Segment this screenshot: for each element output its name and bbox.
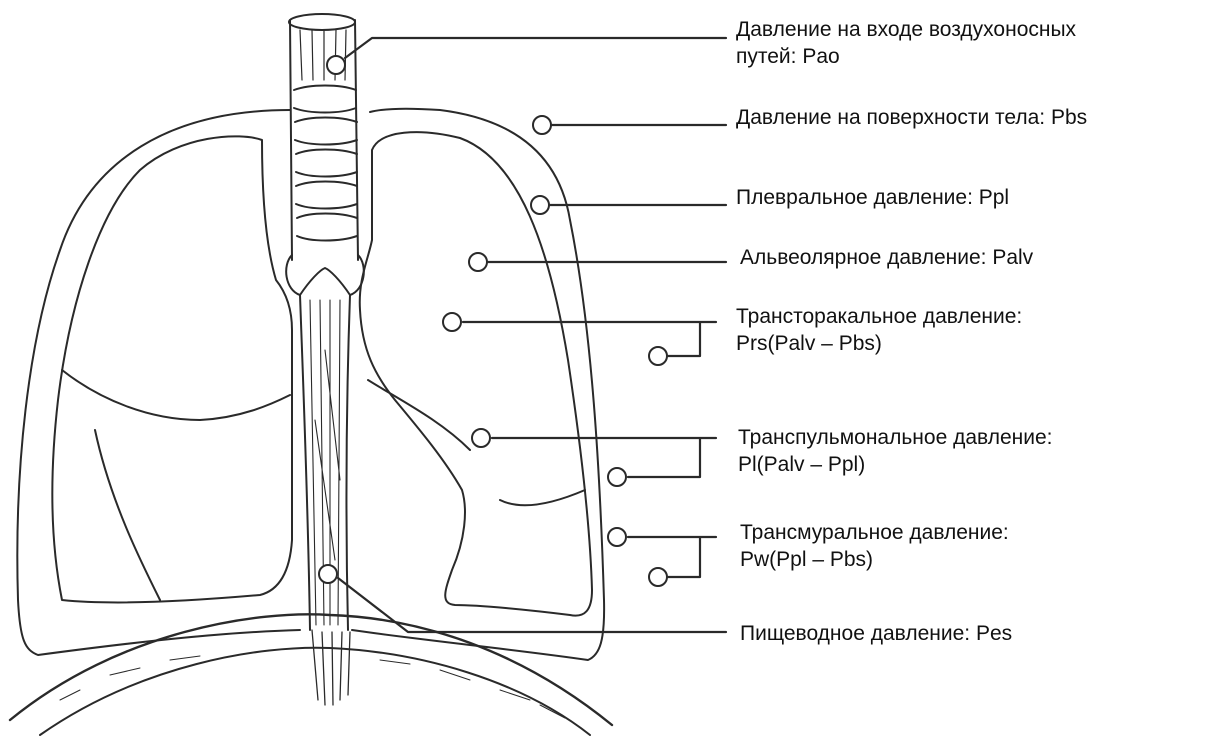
label-alveolar-pressure: Альвеолярное давление: Palv <box>740 244 1033 271</box>
marker-palv <box>469 253 487 271</box>
label-airway-opening-line1: Давление на входе воздухоносных <box>736 16 1076 43</box>
marker-pao <box>327 56 345 74</box>
marker-pw-outer <box>649 568 667 586</box>
leader-esophageal <box>338 578 726 632</box>
label-airway-opening-line2: путей: Pao <box>736 43 1076 70</box>
left-lung-fissure-upper <box>62 370 290 420</box>
label-pleural-pressure: Плевральное давление: Ppl <box>736 184 1009 211</box>
label-transthoracic-line1: Трансторакальное давление: <box>736 303 1022 330</box>
marker-pl-inner <box>472 429 490 447</box>
label-airway-opening-pressure: Давление на входе воздухоносных путей: P… <box>736 16 1076 70</box>
trachea-top <box>289 14 355 30</box>
label-transmural-line1: Трансмуральное давление: <box>740 519 1009 546</box>
marker-pw-inner <box>608 528 626 546</box>
left-lung-fissure-lower <box>95 430 160 600</box>
right-lung-fissure-lower <box>500 490 585 505</box>
right-lung-fissure-upper <box>368 380 470 450</box>
diaphragm-hatching <box>60 656 565 718</box>
leader-transmural <box>628 537 716 577</box>
marker-pl-outer <box>608 468 626 486</box>
leader-transpulmonary <box>492 438 716 477</box>
trachea-left-wall <box>290 20 292 260</box>
label-transmural-pressure: Трансмуральное давление: Pw(Ppl – Pbs) <box>740 519 1009 573</box>
leader-lines <box>338 38 726 632</box>
leader-airway-opening <box>345 38 726 58</box>
marker-ppl <box>531 196 549 214</box>
label-body-surface-pressure: Давление на поверхности тела: Pbs <box>736 104 1087 131</box>
label-transthoracic-line2: Prs(Palv – Pbs) <box>736 330 1022 357</box>
marker-pbs <box>533 116 551 134</box>
label-transthoracic-pressure: Трансторакальное давление: Prs(Palv – Pb… <box>736 303 1022 357</box>
trachea-rings <box>294 86 357 241</box>
marker-prs-inner <box>443 313 461 331</box>
marker-pes <box>319 565 337 583</box>
label-transpulmonary-line2: Pl(Palv – Ppl) <box>738 451 1052 478</box>
esophagus-lower <box>312 630 350 705</box>
trachea-bifurcation <box>286 255 364 295</box>
left-lung <box>52 136 292 602</box>
label-transpulmonary-pressure: Транспульмональное давление: Pl(Palv – P… <box>738 424 1052 478</box>
marker-prs-outer <box>649 347 667 365</box>
diaphragm-upper-edge <box>10 614 612 725</box>
label-esophageal-pressure: Пищеводное давление: Pes <box>740 620 1012 647</box>
label-transpulmonary-line1: Транспульмональное давление: <box>738 424 1052 451</box>
label-transmural-line2: Pw(Ppl – Pbs) <box>740 546 1009 573</box>
